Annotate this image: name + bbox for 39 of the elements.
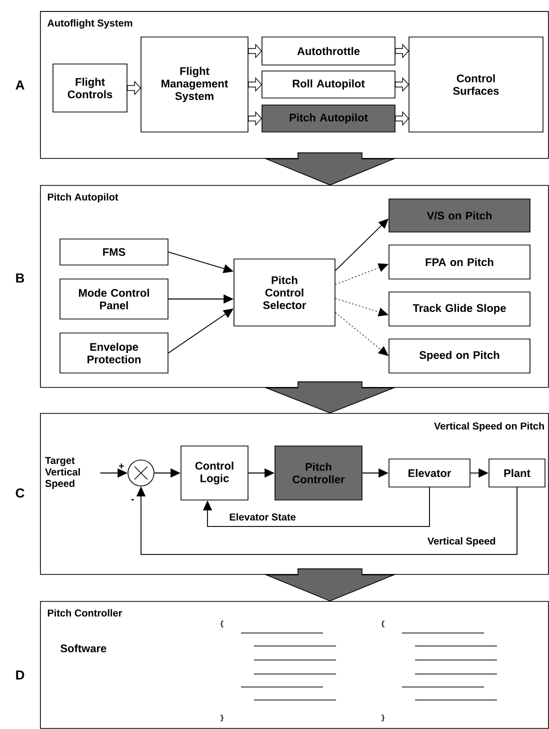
section-letter: B — [16, 274, 24, 282]
block-box: Control Logic — [180, 446, 248, 500]
block-box: Flight Management System — [140, 36, 248, 132]
block-box: Control Surfaces — [408, 36, 544, 132]
hollow-arrow — [395, 111, 410, 126]
block-box: Pitch Control Selector — [234, 258, 336, 326]
section-letter: C — [16, 488, 24, 498]
edge-label: Elevator State — [228, 512, 297, 522]
block-box: Speed on Pitch — [388, 338, 530, 374]
sign-label: + — [118, 463, 124, 469]
hollow-arrow — [248, 77, 262, 92]
block-box: Elevator — [388, 458, 470, 488]
sign-label: - — [131, 499, 134, 500]
block-arrow — [264, 152, 396, 186]
hollow-arrow — [248, 111, 262, 126]
hollow-arrow — [248, 44, 262, 58]
block-box: Pitch Autopilot — [262, 104, 396, 132]
input-label: Target Vertical Speed — [45, 457, 80, 489]
summing-junction — [128, 460, 154, 486]
block-box: Plant — [488, 458, 546, 488]
block-box: FMS — [60, 238, 168, 266]
block-arrow — [264, 381, 396, 414]
hollow-arrow — [395, 44, 410, 58]
edge-label: Vertical Speed — [426, 536, 497, 548]
arrow — [202, 486, 430, 527]
block-box: Mode Control Panel — [60, 278, 168, 320]
section-letter: A — [16, 80, 24, 90]
block-box: Autothrottle — [262, 36, 396, 66]
block-box: FPA on Pitch — [388, 244, 530, 280]
hollow-arrow — [127, 80, 142, 96]
block-box: Pitch Controller — [274, 446, 362, 500]
hollow-arrow — [395, 77, 410, 92]
block-box: V/S on Pitch — [388, 198, 530, 232]
block-box: Envelope Protection — [60, 332, 168, 374]
section-letter: D — [16, 670, 24, 680]
block-box: Track Glide Slope — [388, 292, 530, 326]
block-box: Roll Autopilot — [262, 70, 396, 98]
block-arrow — [264, 568, 396, 602]
block-box: Flight Controls — [52, 64, 128, 112]
